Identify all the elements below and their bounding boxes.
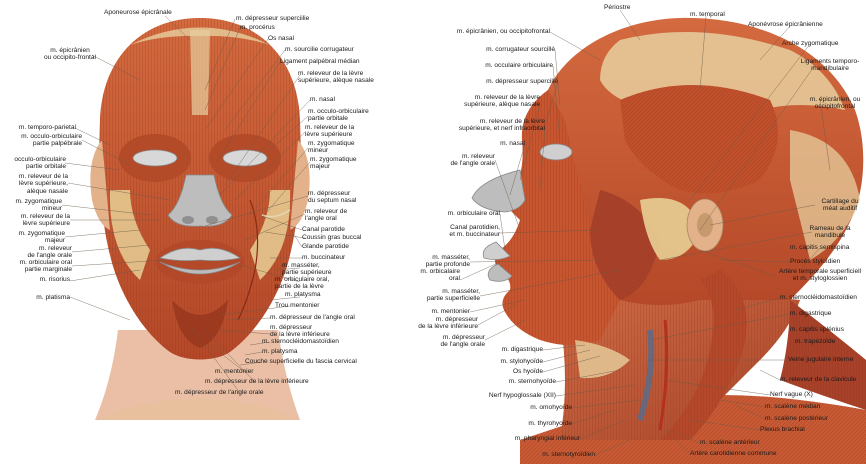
label-artere-temp: Artère temporale superficiell et m. styl… — [770, 268, 866, 283]
label-depresseur-levre-r: m. dépresseur de la lèvre inférieure — [270, 324, 330, 339]
label-releveur-alaque-l: m. releveur de la lèvre supérieure, alèq… — [0, 173, 68, 195]
label-scalene-post: m. scalène postérieur — [765, 415, 828, 422]
label-scalene-ant: m. scalène antérieur — [700, 439, 760, 446]
label-pharyngial: m. pharyngial inférieur — [400, 435, 580, 442]
label-sternohyoide: m. sternohyoïde — [400, 378, 556, 385]
label-depresseur-angle-b: m. dépresseur de l'angle orale — [175, 389, 264, 396]
label-periostre: Périostre — [604, 4, 630, 11]
label-masseter-r: m. masséter, partie supérieure — [282, 262, 331, 277]
label-arche: Arche zygomatique — [782, 40, 838, 47]
label-sourcilier: m. sourcilie corrugateur — [285, 46, 354, 53]
label-nasal: m. nasal — [310, 96, 335, 103]
label-releveur-clav: m. releveur de la clavicule — [780, 376, 856, 383]
label-plexus: Plexus brachial — [760, 426, 805, 433]
label-digastrique: m. digastrique — [400, 346, 543, 353]
label-platysma-r2: m. platysma — [262, 348, 298, 355]
label-thyrohyoide: m. thyrohyoïde — [400, 420, 572, 427]
label-canal-parotide: Canal parotide — [302, 226, 345, 233]
label-zygomatique-mineur-r: m. zygomatique mineur — [308, 140, 355, 155]
label-releveur-levre-nasale: m. releveur de la lèvre supérieure, alèq… — [298, 70, 374, 85]
label-aponeurose: Aponeurose épicrânale — [104, 9, 172, 16]
label-os-nasal: Os nasal — [268, 35, 294, 42]
label-trapezoide: m. trapézoïde — [795, 338, 835, 345]
label-procerus: m. procérus — [240, 24, 275, 31]
label-omohyoide: m. omohyoïde — [400, 404, 572, 411]
label-releveur-angle: m. releveur de l'angle orale — [400, 153, 495, 168]
label-aponevrose: Aponévrose épicrânienne — [748, 21, 823, 28]
label-mentonier-b: m. mentonier — [215, 368, 253, 375]
label-vague: Nerf vague (X) — [770, 391, 813, 398]
label-os-hyoide: Os hyoïde — [400, 368, 543, 375]
label-occulaire: m. occulaire orbiculaire — [400, 62, 553, 69]
label-ligament: Ligament palpébral médian — [280, 58, 360, 65]
label-nerf-hypo: Nerf hypoglossale (XII) — [400, 392, 556, 399]
label-occulo-orbitale-l: occulo-orbiculaire partie orbitale — [0, 156, 66, 171]
label-orbiculaire-oral-side: m. orbicalaire oral — [400, 268, 460, 283]
label-risorius: m. risorius — [0, 276, 70, 283]
label-platisma-l: m. platisma — [0, 294, 70, 301]
label-temporal: m. temporal — [690, 11, 725, 18]
label-orbiculaire-marginale: m. orbiculaire oral partie marginale — [0, 259, 72, 274]
label-depresseur-sourcil-side: m. dépresseur supercillé — [400, 78, 558, 85]
label-sterno-r: m. sternocléidomastoïdien — [262, 338, 339, 345]
label-couche: Couche superficielle du fascia cervical — [245, 358, 357, 365]
label-capitis-semi: m. capitis semispina — [790, 244, 849, 251]
label-trou-mentonier: Trou mentonier — [275, 302, 319, 309]
label-carotide: Artère carotidienne commune — [690, 450, 777, 457]
label-zygomatique-mineur-l: m. zygomatique mineur — [0, 198, 62, 213]
label-releveur-infra: m. releveur de la lèvre supérieure, et n… — [400, 118, 545, 133]
label-corrugateur: m. corrugateur sourcillé — [400, 46, 555, 53]
label-depresseur-levre-b: m. dépresseur de la lèvre inférieure — [205, 378, 309, 385]
label-digastrique-r: m. digastrique — [790, 310, 831, 317]
label-platysma-r: m. platysma — [285, 291, 321, 298]
label-stylohyoide: m. stylohyoïde — [400, 358, 543, 365]
label-stylo: Procés styloïdien — [790, 258, 840, 265]
label-epicranien-r: m. épicrânien, ou occipitofrontal — [795, 96, 866, 111]
label-orbiculaire: m. orbiculaire oral — [400, 210, 500, 217]
label-nasal-side: m. nasal — [400, 140, 525, 147]
label-depresseur-septum: m. dépresseur du septum nasal — [308, 190, 356, 205]
label-depresseur-sourcil: m. dépresseur superciilie — [236, 15, 309, 22]
label-zygomatique-majeur-l: m. zygomatique majeur — [0, 230, 65, 245]
label-epicranien-l-side: m. épicrânien, ou occipitofrontal — [400, 28, 550, 35]
label-masseter-prof: m. masséter, partie profonde — [400, 254, 470, 269]
label-splenius: m. capitis splénius — [790, 326, 844, 333]
label-zygomatique-majeur-r: m. zygomatique majeur — [310, 156, 357, 171]
label-releveur-levre-sup: m. releveur de la lèvre supérieure — [305, 124, 354, 139]
label-cartilage: Cartillage du méat auditif — [810, 198, 866, 213]
label-jugulaire: Veine jugulaire interne — [788, 356, 853, 363]
label-depresseur-angle-r: m. dépresseur de l'angle oral — [270, 314, 355, 321]
label-ligaments-tm: Ligaments temporo- mandibulaire — [790, 58, 866, 73]
label-releveur-angle-r: m. releveur de l'angle oral — [305, 208, 347, 223]
label-orbiculaire-oral-r: m. orbiculaire oral, partie de la lèvre — [275, 276, 329, 291]
label-coussin-gras: Coussin gras buccal — [302, 234, 361, 241]
label-buccinateur-r: m. buccinateur — [302, 254, 345, 261]
label-sterno: m. sternocléidomastoïdien — [780, 294, 857, 301]
label-masseter-sup: m. masséter, partie superficielle — [400, 288, 480, 303]
label-rameau: Rameau de la mandibule — [800, 225, 860, 240]
label-temporo-parietal: m. temporo-parietal — [0, 124, 76, 131]
label-releveur-nasale: m. releveur de la lèvre supérieure, alèq… — [400, 94, 540, 109]
label-scalene-median: m. scalène médian — [765, 403, 820, 410]
label-releveur-angle-l: m. releveur de l'angle orale — [0, 245, 72, 260]
label-mentonier-side: m. mentonier — [400, 308, 470, 315]
label-occulo-palpebrale: m. occulo-orbiculaire partie palpébrale — [0, 133, 82, 148]
label-canal: Canal parotidien, et m. buccinateur — [400, 224, 500, 239]
label-sternothyroide: m. sternotyroïdien — [400, 451, 595, 458]
label-occulo-orbitaire: m. occulo-orbiculaire partie orbitale — [308, 108, 369, 123]
label-glande-parotide: Glande parotide — [302, 243, 349, 250]
label-releveur-sup-l: m. releveur de la lèvre supérieure — [0, 213, 70, 228]
label-epicranien-l: m. épicrânien ou occipito-frontal — [40, 47, 100, 62]
label-depresseur-levre-side: m. dépresseur de la lèvre inférieure — [400, 316, 478, 331]
